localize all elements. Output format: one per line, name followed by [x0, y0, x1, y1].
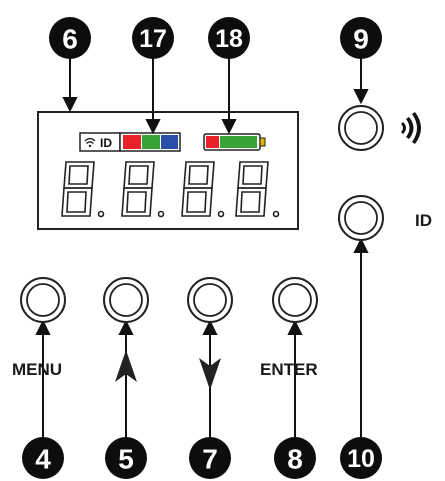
remote-button[interactable] — [338, 105, 384, 151]
seven-segment-display — [61, 161, 280, 218]
callout-4: 4 — [22, 437, 64, 479]
svg-text:9: 9 — [353, 24, 369, 55]
enter-label: ENTER — [260, 360, 318, 379]
callout-17: 17 — [132, 17, 174, 59]
digit-2 — [121, 161, 165, 218]
callout-18: 18 — [208, 17, 250, 59]
callout-5: 5 — [105, 437, 147, 479]
indicator-green — [142, 135, 160, 149]
digit-1 — [61, 161, 105, 218]
callout-9: 9 — [340, 17, 382, 59]
up-button[interactable] — [103, 277, 149, 323]
svg-text:5: 5 — [118, 444, 134, 475]
down-button[interactable] — [187, 277, 233, 323]
wifi-id-indicator: ID — [79, 132, 121, 152]
callout-8: 8 — [274, 437, 316, 479]
svg-text:7: 7 — [202, 444, 218, 475]
menu-button[interactable] — [20, 277, 66, 323]
id-button[interactable] — [338, 195, 384, 241]
digit-3 — [181, 161, 225, 218]
color-indicators — [119, 132, 181, 152]
svg-text:4: 4 — [35, 444, 51, 475]
enter-button[interactable] — [272, 277, 318, 323]
display-panel: ID — [37, 111, 299, 230]
indicator-blue — [161, 135, 178, 149]
svg-text:10: 10 — [347, 445, 375, 473]
wifi-icon — [84, 137, 96, 148]
battery-icon — [203, 133, 266, 151]
svg-text:18: 18 — [215, 25, 243, 53]
callout-lines — [35, 58, 369, 440]
svg-text:17: 17 — [139, 25, 167, 53]
id-badge-text: ID — [100, 136, 112, 150]
callout-7: 7 — [189, 437, 231, 479]
wireless-signal-icon — [401, 112, 421, 144]
svg-text:6: 6 — [62, 24, 78, 55]
digit-4 — [235, 161, 280, 218]
menu-label: MENU — [12, 360, 62, 379]
id-label: ID — [415, 211, 432, 230]
callout-10: 10 — [340, 437, 382, 479]
display-frame — [37, 111, 299, 230]
svg-text:8: 8 — [287, 444, 303, 475]
arrow-up-icon — [115, 350, 137, 382]
arrow-down-icon — [199, 358, 221, 390]
callout-6: 6 — [49, 17, 91, 59]
indicator-red — [123, 135, 141, 149]
